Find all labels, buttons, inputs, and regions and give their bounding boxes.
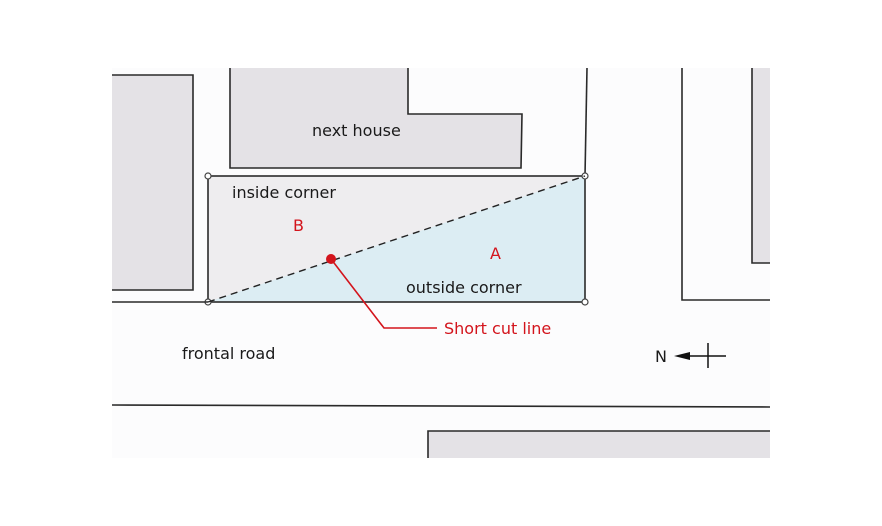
corner-marker bbox=[204, 172, 212, 180]
right-lot-boundary bbox=[681, 68, 770, 301]
north-arrow-icon: N bbox=[655, 343, 726, 368]
label-next-house: next house bbox=[312, 121, 401, 140]
label-north: N bbox=[655, 347, 667, 366]
label-frontal-road: frontal road bbox=[182, 344, 275, 363]
next-house-building bbox=[230, 68, 522, 168]
label-outside-corner: outside corner bbox=[406, 278, 522, 297]
corner-marker bbox=[581, 298, 589, 306]
short-cut-diagonal bbox=[207, 175, 586, 303]
label-region-b: B bbox=[293, 216, 304, 235]
lot-right-boundary-extension bbox=[584, 67, 588, 177]
left-building bbox=[112, 75, 193, 290]
road-edge-bottom bbox=[111, 404, 771, 408]
label-region-a: A bbox=[490, 244, 501, 263]
label-short-cut-line: Short cut line bbox=[444, 319, 551, 338]
right-building bbox=[752, 68, 770, 263]
label-inside-corner: inside corner bbox=[232, 183, 336, 202]
callout-leader-line bbox=[330, 258, 437, 329]
bottom-building bbox=[428, 431, 770, 458]
